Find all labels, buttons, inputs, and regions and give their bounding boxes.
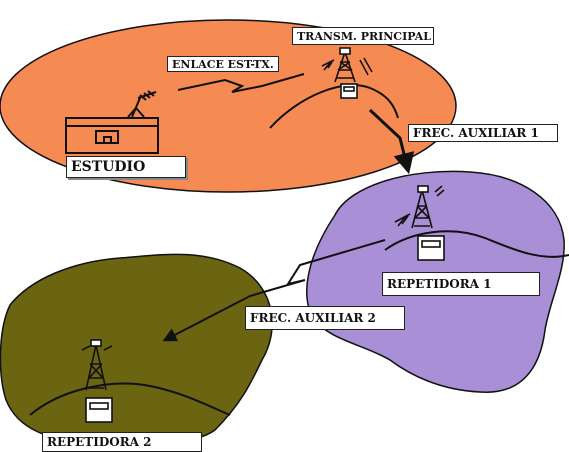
frec-aux-1-label: FREC. AUXILIAR 1 [408, 124, 558, 142]
frec-aux-2-label: FREC. AUXILIAR 2 [245, 306, 405, 330]
estudio-label: ESTUDIO [66, 156, 186, 178]
enlace-label: ENLACE EST-TX. [167, 56, 279, 72]
zone-repetidora-2 [0, 254, 272, 445]
repetidora-1-label: REPETIDORA 1 [382, 272, 540, 296]
repetidora-2-label: REPETIDORA 2 [42, 432, 202, 452]
transm-principal-label: TRANSM. PRINCIPAL [292, 27, 434, 45]
